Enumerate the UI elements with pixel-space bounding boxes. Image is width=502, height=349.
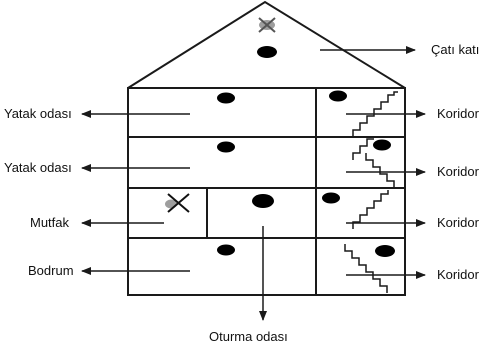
label-kitchen: Mutfak	[30, 215, 70, 230]
staircase-icon	[352, 91, 398, 137]
label-corridor-4: Koridor	[437, 267, 479, 282]
crossed-detector-icon	[165, 193, 190, 213]
detector-dot	[257, 46, 277, 58]
staircase-icon	[352, 190, 389, 229]
detector-dot	[322, 192, 340, 204]
label-corridor-3: Koridor	[437, 215, 479, 230]
detector-dot	[217, 92, 235, 104]
label-roof: Çatı katı	[431, 42, 480, 57]
detector-dot	[217, 244, 235, 256]
detector-dot	[217, 141, 235, 153]
staircase-icon	[352, 138, 395, 188]
label-bedroom-second: Yatak odası	[4, 160, 72, 175]
detector-dot	[329, 90, 347, 102]
label-living-room: Oturma odası	[209, 329, 288, 344]
label-basement: Bodrum	[28, 263, 74, 278]
house-body	[127, 87, 406, 296]
crossed-detector-icon	[258, 17, 276, 33]
detector-dot	[252, 194, 274, 208]
label-corridor-1: Koridor	[437, 106, 479, 121]
label-corridor-2: Koridor	[437, 164, 479, 179]
detector-dot	[373, 139, 391, 151]
detector-dot	[375, 245, 395, 257]
staircase-icon	[344, 244, 388, 293]
roof-outline	[127, 0, 406, 89]
label-bedroom-top: Yatak odası	[4, 106, 72, 121]
